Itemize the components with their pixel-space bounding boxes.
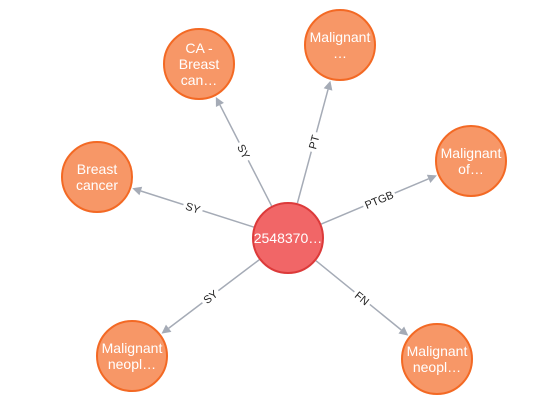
edge-label-background <box>349 286 375 310</box>
node-circle <box>163 28 235 100</box>
edge-label-group: SY <box>232 139 255 164</box>
edge-label-background <box>181 197 205 218</box>
edge-label-background <box>360 186 398 213</box>
edge-label-group: FN <box>349 286 375 310</box>
node-circle <box>401 323 473 395</box>
arrowhead-icon <box>161 324 172 334</box>
node-circle <box>96 320 168 392</box>
edge-label: SY <box>184 201 202 217</box>
edge-label-group: SY <box>181 197 205 218</box>
nodes-layer: CA -Breastcan…Malignant…Malignantof…Brea… <box>61 9 507 395</box>
edge-ptgb-2[interactable]: PTGB <box>320 174 437 225</box>
node-caption-line: Breast <box>77 161 118 177</box>
node-caption-line: Malignant <box>310 29 371 45</box>
n-ca-breast[interactable]: CA -Breastcan… <box>163 28 235 100</box>
edge-label-group: PTGB <box>360 186 398 213</box>
node-caption-line: Malignant <box>102 340 163 356</box>
edge-label-background <box>232 139 255 164</box>
edge-label-background <box>198 285 223 309</box>
arrowhead-icon <box>426 174 437 183</box>
node-caption-line: Breast <box>179 56 220 72</box>
edge-pt-1[interactable]: PT <box>296 80 333 204</box>
edge-sy-4[interactable]: SY <box>161 259 260 334</box>
node-caption-line: cancer <box>76 177 118 193</box>
node-caption-line: neopl… <box>413 359 461 375</box>
arrowhead-icon <box>215 96 224 108</box>
node-caption-line: Malignant <box>441 145 502 161</box>
node-caption-line: 2548370… <box>254 230 323 246</box>
arrowhead-icon <box>323 80 333 91</box>
edge-label-group: SY <box>198 285 223 309</box>
center-node[interactable]: 2548370… <box>252 202 324 274</box>
n-malignant-neopl-right[interactable]: Malignantneopl… <box>401 323 473 395</box>
edge-label-background <box>304 130 324 154</box>
node-circle <box>252 202 324 274</box>
edge-fn-5[interactable]: FN <box>315 260 409 336</box>
node-caption-line: CA - <box>185 40 213 56</box>
edge-sy-0[interactable]: SY <box>215 96 273 207</box>
edge-sy-3[interactable]: SY <box>132 186 254 228</box>
node-caption-line: of… <box>458 161 484 177</box>
node-circle <box>435 125 507 197</box>
n-malignant-neopl-left[interactable]: Malignantneopl… <box>96 320 168 392</box>
n-malignant-of[interactable]: Malignantof… <box>435 125 507 197</box>
arrowhead-icon <box>132 186 143 196</box>
node-caption-line: … <box>333 45 347 61</box>
edge-label: PT <box>307 134 322 151</box>
n-malignant-top[interactable]: Malignant… <box>304 9 376 81</box>
edge-label-group: PT <box>304 130 324 154</box>
node-circle <box>61 141 133 213</box>
node-caption-line: can… <box>181 72 218 88</box>
node-caption-line: neopl… <box>108 356 156 372</box>
node-circle <box>304 9 376 81</box>
node-caption-line: Malignant <box>407 343 468 359</box>
arrowhead-icon <box>398 326 409 336</box>
